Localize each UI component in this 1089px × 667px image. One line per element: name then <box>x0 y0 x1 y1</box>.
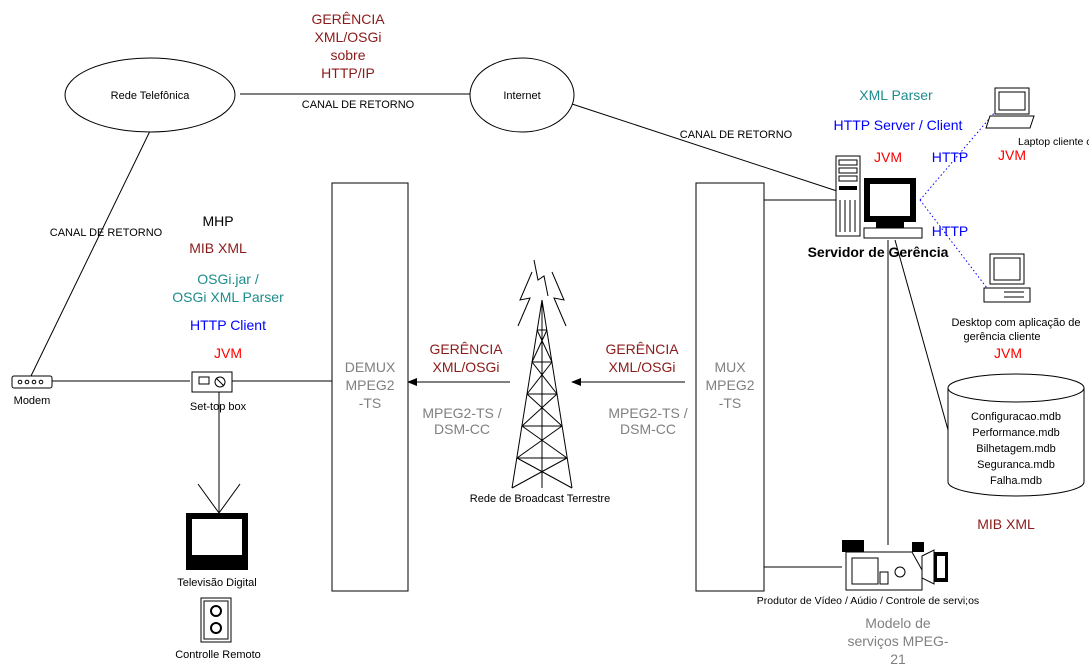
db-mib-label: MIB XML <box>977 516 1035 532</box>
db-file-5: Falha.mdb <box>990 475 1042 487</box>
mux-line-2: MPEG2 <box>705 377 754 393</box>
video-camera-icon <box>842 540 948 590</box>
top-label-line-3: sobre <box>330 47 365 63</box>
laptop-icon <box>986 88 1034 128</box>
top-label-line-4: HTTP/IP <box>321 65 375 81</box>
canal-retorno-right: CANAL DE RETORNO <box>680 129 793 141</box>
camera-label: Produtor de Vídeo / Aúdio / Controle de … <box>757 595 979 607</box>
remote-label: Controlle Remoto <box>175 649 261 661</box>
top-label-line-2: XML/OSGi <box>315 29 382 45</box>
tower-icon <box>512 260 572 488</box>
server-label: Servidor de Gerência <box>808 244 949 260</box>
modem-label: Modem <box>14 395 51 407</box>
modem-icon <box>12 376 52 388</box>
phone-modem-link <box>30 131 150 378</box>
desktop-label-1: Desktop com aplicação de <box>951 317 1080 329</box>
tower-label: Rede de Broadcast Terrestre <box>470 493 610 505</box>
canal-retorno-top: CANAL DE RETORNO <box>302 99 415 111</box>
xml-parser-label: XML Parser <box>859 87 933 103</box>
desktop-jvm-label: JVM <box>994 345 1022 361</box>
television-icon <box>186 484 248 570</box>
laptop-label: Laptop cliente com Brows <box>1018 136 1089 148</box>
set-top-box-label: Set-top box <box>190 401 247 413</box>
stb-mib-label: MIB XML <box>189 240 247 256</box>
mpeg21-line-1: Modelo de <box>865 615 931 631</box>
left-arrow-line-2: XML/OSGi <box>433 359 500 375</box>
osgi-parser-label: OSGi XML Parser <box>172 289 284 305</box>
top-management-label: GERÊNCIA XML/OSGi sobre HTTP/IP <box>311 11 385 81</box>
db-file-3: Bilhetagem.mdb <box>976 443 1056 455</box>
laptop-jvm-label: JVM <box>998 147 1026 163</box>
right-arrow-line-1: GERÊNCIA <box>605 341 679 357</box>
mhp-label: MHP <box>202 213 233 229</box>
mpeg21-line-3: 21 <box>890 651 906 667</box>
db-file-2: Performance.mdb <box>972 427 1059 439</box>
internet-label: Internet <box>503 90 540 102</box>
mpeg21-line-2: serviços MPEG- <box>847 633 948 649</box>
right-arrow-line-3: MPEG2-TS / <box>608 405 687 421</box>
server-jvm-label: JVM <box>874 149 902 165</box>
set-top-box-icon <box>192 372 232 392</box>
http-server-label: HTTP Server / Client <box>834 117 963 133</box>
db-file-4: Seguranca.mdb <box>977 459 1055 471</box>
tv-label: Televisão Digital <box>177 577 256 589</box>
internet-server-link <box>572 104 840 192</box>
stb-jvm-label: JVM <box>214 345 242 361</box>
demux-line-1: DEMUX <box>345 359 396 375</box>
right-arrow-line-2: XML/OSGi <box>609 359 676 375</box>
demux-line-2: MPEG2 <box>345 377 394 393</box>
rede-telefonica-label: Rede Telefônica <box>111 90 191 102</box>
db-file-1: Configuracao.mdb <box>971 411 1061 423</box>
server-icon <box>836 156 922 238</box>
left-arrow-line-3: MPEG2-TS / <box>422 405 501 421</box>
http-client-label: HTTP Client <box>190 317 266 333</box>
mux-line-1: MUX <box>714 359 746 375</box>
desktop-icon <box>984 254 1030 302</box>
left-arrow-line-1: GERÊNCIA <box>429 341 503 357</box>
osgi-jar-label: OSGi.jar / <box>197 271 259 287</box>
left-arrow-line-4: DSM-CC <box>434 421 490 437</box>
top-label-line-1: GERÊNCIA <box>311 11 385 27</box>
desktop-http-label: HTTP <box>932 223 969 239</box>
desktop-label-2: gerência cliente <box>963 331 1040 343</box>
canal-retorno-left: CANAL DE RETORNO <box>50 227 163 239</box>
set-top-box-stack: MHP MIB XML OSGi.jar / OSGi XML Parser H… <box>172 213 284 361</box>
right-arrow-line-4: DSM-CC <box>620 421 676 437</box>
laptop-http-label: HTTP <box>932 149 969 165</box>
demux-line-3: -TS <box>359 395 382 411</box>
mux-line-3: -TS <box>719 395 742 411</box>
remote-control-icon <box>201 598 231 642</box>
